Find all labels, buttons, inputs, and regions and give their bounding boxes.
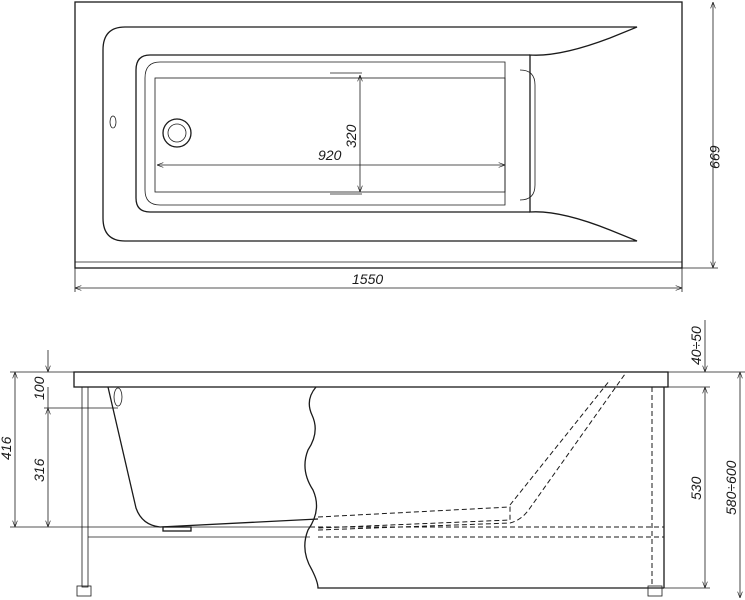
foot-left (76, 585, 92, 597)
rim-outline (102, 26, 638, 242)
hidden-backrest-inner (509, 379, 611, 506)
basin-inner-line (144, 61, 506, 206)
backrest-curve (519, 69, 536, 201)
drain-icon (162, 118, 192, 148)
drain-inner-icon (167, 123, 187, 143)
overflow-icon (109, 115, 117, 129)
top-view: 320 920 699 1550 (74, 1, 723, 292)
dim-699-label: 699 (707, 145, 723, 169)
tub-outline-top (74, 1, 683, 269)
leg-left (81, 386, 89, 588)
rim-side (73, 371, 669, 388)
break-line (304, 386, 664, 589)
dim-320-label: 320 (343, 124, 359, 148)
hidden-bottom (317, 506, 511, 529)
dim-1550-label: 1550 (352, 271, 383, 287)
side-view: 416 100 316 40÷50 530 580÷600 (0, 320, 745, 598)
dim-920-label: 920 (318, 147, 342, 163)
hidden-backrest (317, 373, 626, 531)
foot-right (647, 585, 663, 597)
dim-530-label: 530 (688, 476, 704, 500)
basin-wall-side (107, 386, 319, 528)
dim-580-600-label: 580÷600 (723, 460, 739, 515)
dim-100-label: 100 (31, 376, 47, 400)
dim-416-label: 416 (0, 436, 14, 460)
dim-40-50-label: 40÷50 (688, 326, 704, 365)
basin-outline (135, 54, 530, 213)
drain-side (162, 526, 192, 532)
overflow-side-icon (113, 387, 123, 407)
basin-bottom (154, 77, 506, 193)
dim-316-label: 316 (31, 458, 47, 482)
